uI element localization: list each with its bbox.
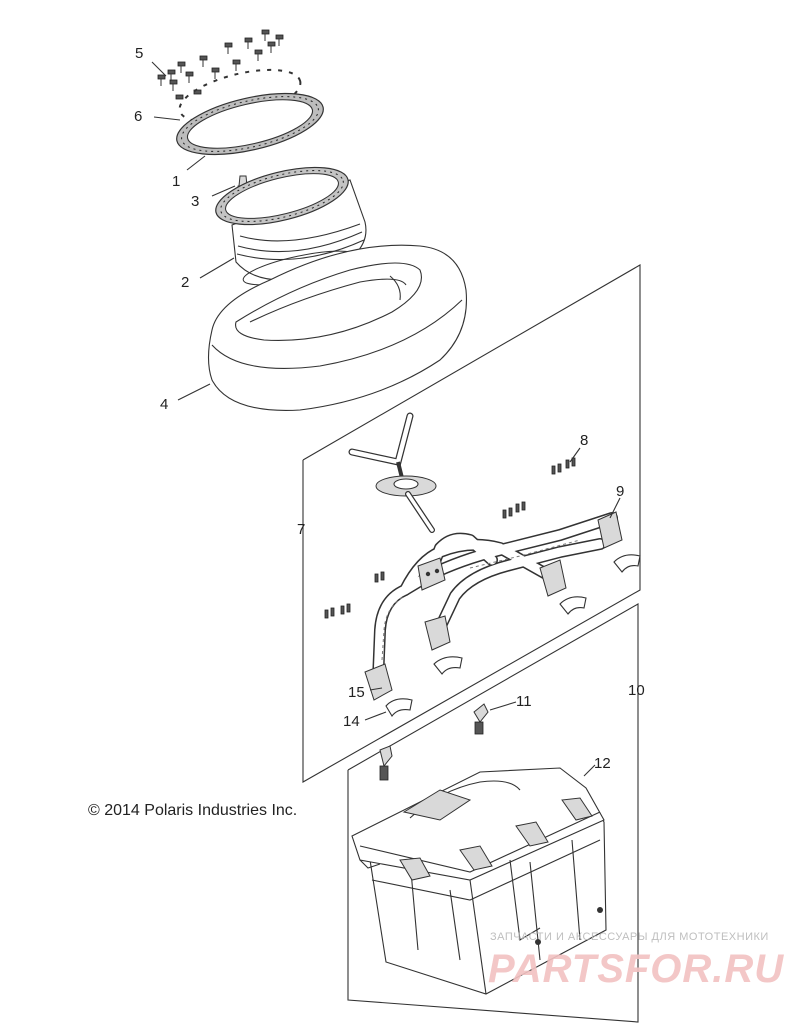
callout-7: 7 — [297, 521, 305, 538]
callout-5: 5 — [135, 45, 143, 62]
watermark-caption: ЗАПЧАСТИ И АКСЕССУАРЫ ДЛЯ МОТОТЕХНИКИ — [490, 931, 769, 943]
callout-10: 10 — [628, 682, 645, 699]
watermark-logo: PARTSFOR.RU — [488, 947, 784, 991]
assembly-outline-7 — [302, 264, 641, 783]
mount-post — [348, 412, 437, 533]
clip-set — [324, 457, 576, 619]
callout-labels: 5 6 1 3 2 4 8 9 7 10 11 15 14 12 — [134, 45, 645, 772]
spare-tire — [207, 244, 468, 411]
copyright-notice: © 2014 Polaris Industries Inc. — [88, 802, 297, 819]
rack-pads — [385, 554, 641, 717]
callout-11: 11 — [516, 693, 532, 710]
rack-feet — [364, 511, 623, 701]
watermark: ЗАПЧАСТИ И АКСЕССУАРЫ ДЛЯ МОТОТЕХНИКИ PA… — [488, 931, 784, 991]
callout-15: 15 — [348, 684, 365, 701]
latch-left — [379, 745, 393, 781]
callout-14: 14 — [343, 713, 360, 730]
callout-4: 4 — [160, 396, 168, 413]
callout-1: 1 — [172, 173, 180, 190]
callout-3: 3 — [191, 193, 199, 210]
bolt-set — [157, 29, 284, 100]
storage-box — [351, 767, 607, 995]
assembly-outline-10 — [347, 603, 639, 1023]
leader-lines — [151, 61, 621, 777]
rack-frame — [372, 512, 618, 686]
callout-2: 2 — [181, 274, 189, 291]
latch-11 — [473, 703, 489, 735]
callout-9: 9 — [616, 483, 624, 500]
callout-8: 8 — [580, 432, 588, 449]
callout-6: 6 — [134, 108, 142, 125]
beadlock-ring — [176, 92, 324, 156]
callout-12: 12 — [594, 755, 611, 772]
